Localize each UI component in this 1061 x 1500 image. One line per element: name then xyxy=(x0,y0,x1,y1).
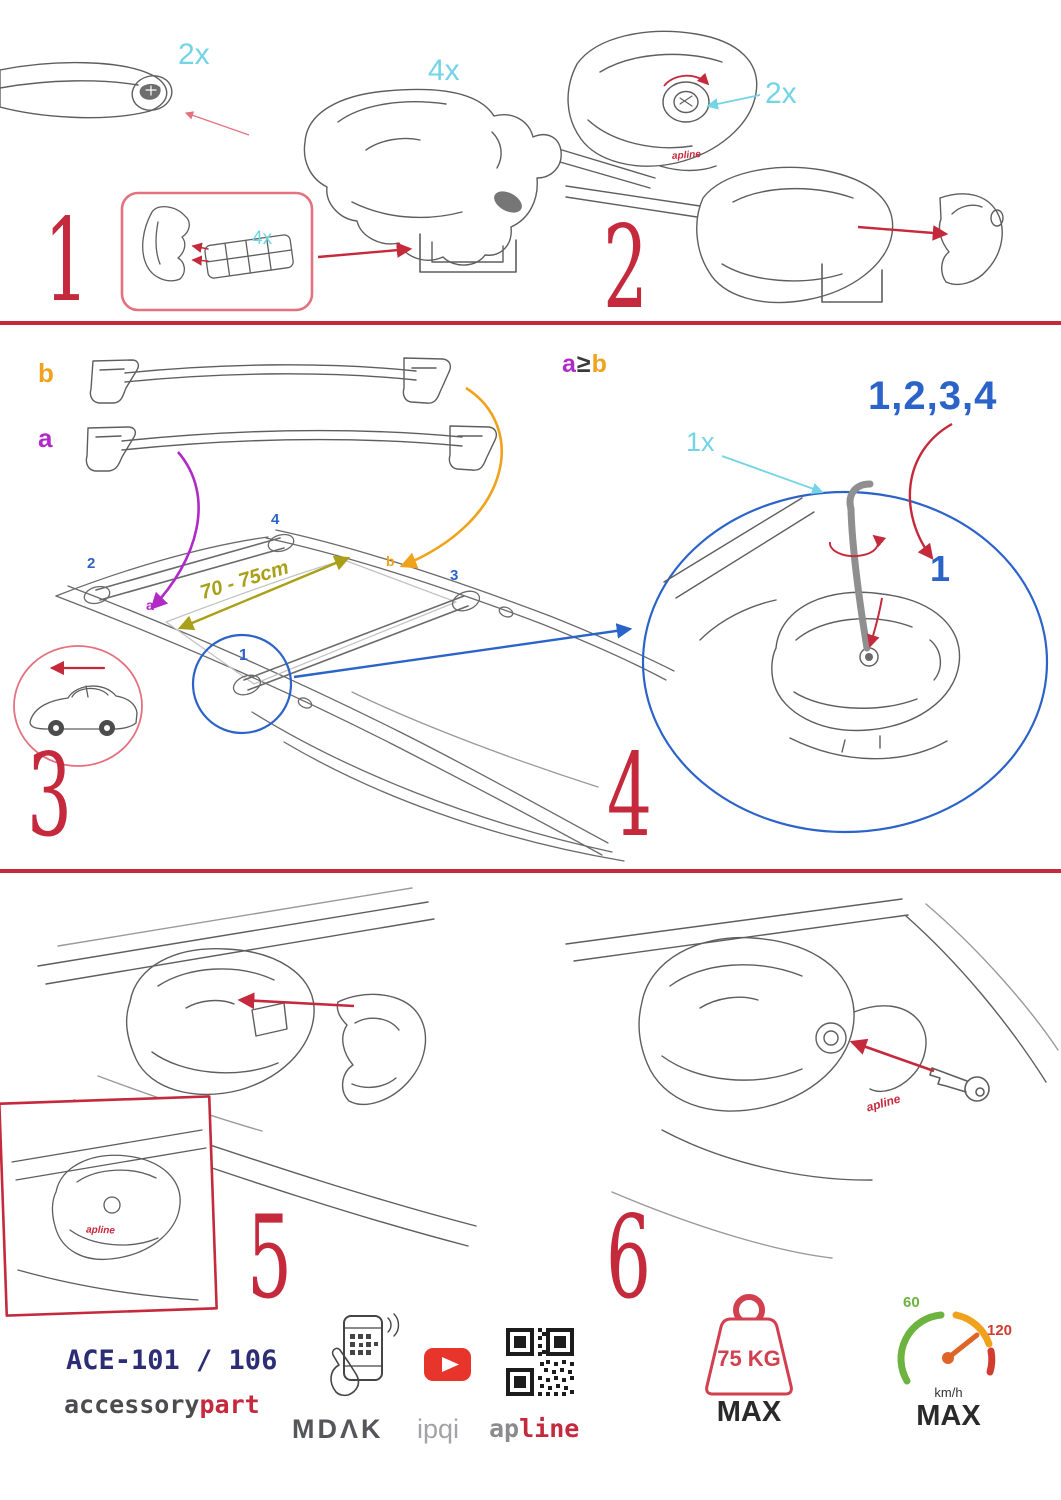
leader-line-lock xyxy=(706,94,761,110)
car-direction-inset xyxy=(13,645,143,767)
step1-number: 1 xyxy=(44,194,89,327)
arrow-key-insert xyxy=(849,1038,935,1073)
logo-mdak: MDΛK xyxy=(292,1414,384,1444)
car-roof-illustration xyxy=(55,529,675,862)
logo-ipqi: ipqi xyxy=(417,1414,460,1444)
rule-b: b xyxy=(591,350,608,378)
arrow-endcap xyxy=(857,225,949,241)
logo-apline: apline xyxy=(489,1416,579,1441)
foot-detail-inset-step5 xyxy=(0,1095,218,1317)
section-divider-2 xyxy=(0,869,1061,873)
roof-bar-b-label: b xyxy=(386,553,395,569)
arrow-bar-b-position xyxy=(399,386,503,569)
step1-pad-qty: 4x xyxy=(252,228,273,249)
arrow-key-rotate xyxy=(829,534,887,558)
arrow-distance xyxy=(177,555,351,631)
speed-max-label: MAX xyxy=(916,1400,981,1432)
zoom-circle xyxy=(191,633,293,735)
step6-number: 6 xyxy=(606,1191,651,1324)
foot-illustration-step1 xyxy=(303,88,562,273)
arrow-lock-rotate xyxy=(663,72,710,87)
roof-position-4: 4 xyxy=(271,511,280,528)
leader-line-key xyxy=(721,455,824,495)
section-divider-1 xyxy=(0,321,1061,325)
leader-line-bar xyxy=(184,111,250,136)
step3-number: 3 xyxy=(27,729,72,862)
logo-line: line xyxy=(519,1414,580,1443)
step1-bar-qty: 2x xyxy=(178,38,210,71)
max-weight-icon xyxy=(705,1294,793,1396)
brand-accessorypart: accessorypart xyxy=(64,1392,260,1417)
arrow-bar-a-position xyxy=(150,451,200,610)
arrow-sequence xyxy=(908,422,953,560)
model-number: ACE-101 / 106 xyxy=(66,1345,278,1376)
arrow-zoom-link xyxy=(293,623,633,679)
roof-position-3: 3 xyxy=(450,567,459,584)
pad-detail-inset xyxy=(120,191,314,312)
arrow-arm-insert xyxy=(237,992,355,1010)
roof-position-1: 1 xyxy=(239,647,248,664)
rule-label: a≥b xyxy=(562,352,608,377)
crossbar-a-illustration xyxy=(85,425,498,472)
brand-accessory: accessory xyxy=(64,1390,200,1419)
step5-number: 5 xyxy=(247,1191,292,1324)
brand-part: part xyxy=(199,1390,260,1419)
max-load-value: 75 KG xyxy=(717,1346,781,1371)
qr-code xyxy=(506,1328,574,1396)
youtube-icon xyxy=(424,1348,471,1381)
rule-a: a xyxy=(562,350,577,378)
foot-lock-illustration-step2 xyxy=(559,30,758,189)
logo-ap: ap xyxy=(489,1414,520,1443)
foot-tighten-illustration-step4 xyxy=(641,480,1049,834)
position-1-label: 1 xyxy=(930,548,951,589)
bar-b-label: b xyxy=(38,358,54,388)
max-load-label: MAX xyxy=(716,1396,782,1428)
step1-foot-qty: 4x xyxy=(428,54,460,87)
speed-min-label: 60 xyxy=(903,1294,920,1311)
foot-key-illustration-step6 xyxy=(565,898,1059,1259)
speed-unit-label: km/h xyxy=(934,1385,963,1400)
key-icon xyxy=(929,1067,990,1102)
step4-tool-qty: 1x xyxy=(686,427,715,457)
product-brand-step5: apline xyxy=(85,1224,116,1237)
arrow-key-press xyxy=(867,597,883,648)
speedometer-icon xyxy=(897,1311,996,1385)
phone-qr-icon xyxy=(330,1313,400,1397)
bar-a-label: a xyxy=(38,423,53,453)
product-brand-step2: apline xyxy=(671,149,702,162)
roof-position-2: 2 xyxy=(87,555,96,572)
crossbar-end-illustration xyxy=(0,61,173,119)
step4-number: 4 xyxy=(607,729,652,862)
step2-lock-qty: 2x xyxy=(765,77,797,110)
speed-max-value-label: 120 xyxy=(987,1322,1013,1339)
arrow-pad-to-foot xyxy=(317,242,413,259)
roof-bar-a-label: a xyxy=(146,597,154,613)
tighten-sequence: 1,2,3,4 xyxy=(868,374,998,418)
step2-number: 2 xyxy=(603,201,648,334)
rule-operator: ≥ xyxy=(576,350,592,378)
foot-endcap-illustration-step2 xyxy=(565,166,1004,304)
crossbar-b-illustration xyxy=(89,357,452,404)
